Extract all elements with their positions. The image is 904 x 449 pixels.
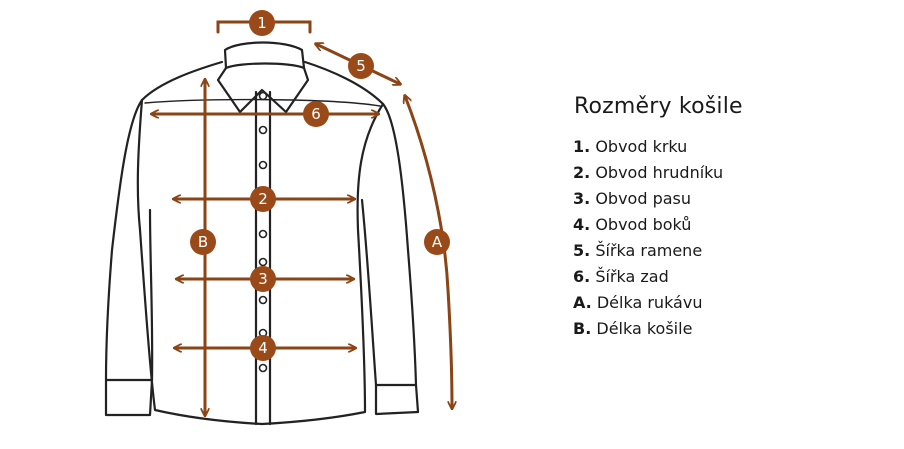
button-icon	[258, 160, 268, 170]
svg-text:4: 4	[258, 339, 268, 357]
svg-text:3: 3	[258, 270, 268, 288]
button-icon	[258, 229, 268, 239]
svg-text:1: 1	[257, 14, 267, 32]
button-icon	[258, 91, 268, 101]
marker-2: 2	[250, 186, 276, 212]
marker-5: 5	[348, 53, 374, 79]
legend-label: Obvod boků	[595, 215, 692, 234]
collar	[223, 41, 306, 70]
legend-item-neck: 1. Obvod krku	[573, 134, 743, 160]
svg-text:6: 6	[311, 105, 321, 123]
legend-key: 4.	[573, 215, 591, 234]
shirt-buttons	[258, 91, 268, 373]
legend-key: 3.	[573, 189, 591, 208]
marker-4: 4	[250, 335, 276, 361]
marker-A: A	[424, 229, 450, 255]
button-icon	[258, 363, 268, 373]
legend-key: 1.	[573, 137, 591, 156]
left-sleeve	[104, 98, 154, 417]
legend: Rozměry košile 1. Obvod krku 2. Obvod hr…	[573, 94, 743, 342]
svg-text:A: A	[432, 233, 443, 251]
legend-item-length: B. Délka košile	[573, 316, 743, 342]
legend-label: Šířka ramene	[595, 241, 703, 260]
legend-item-hips: 4. Obvod boků	[573, 212, 743, 238]
legend-label: Délka rukávu	[596, 293, 703, 312]
button-icon	[258, 125, 268, 135]
shirt-outline	[104, 41, 420, 426]
legend-key: B.	[573, 319, 592, 338]
legend-label: Obvod pasu	[595, 189, 691, 208]
measurement-lines	[152, 20, 452, 415]
shirt-body	[136, 60, 385, 426]
legend-key: 5.	[573, 241, 591, 260]
legend-label: Obvod krku	[595, 137, 688, 156]
legend-item-shoulder: 5. Šířka ramene	[573, 238, 743, 264]
marker-badges: 1 5 6 2 B 3 4 A	[190, 10, 450, 361]
legend-key: 2.	[573, 163, 591, 182]
legend-list: 1. Obvod krku 2. Obvod hrudníku 3. Obvod…	[573, 134, 743, 342]
marker-3: 3	[250, 266, 276, 292]
placket	[254, 90, 272, 426]
sleeve-length-line	[405, 96, 452, 408]
marker-B: B	[190, 229, 216, 255]
button-icon	[258, 295, 268, 305]
legend-item-sleeve: A. Délka rukávu	[573, 290, 743, 316]
right-sleeve	[360, 102, 420, 416]
legend-title: Rozměry košile	[574, 94, 743, 119]
legend-item-back: 6. Šířka zad	[573, 264, 743, 290]
legend-item-chest: 2. Obvod hrudníku	[573, 160, 743, 186]
legend-item-waist: 3. Obvod pasu	[573, 186, 743, 212]
legend-label: Obvod hrudníku	[595, 163, 724, 182]
marker-6: 6	[303, 101, 329, 127]
svg-text:B: B	[198, 233, 208, 251]
svg-text:5: 5	[356, 57, 366, 75]
marker-1: 1	[249, 10, 275, 36]
svg-text:2: 2	[258, 190, 268, 208]
legend-key: 6.	[573, 267, 591, 286]
legend-label: Délka košile	[596, 319, 693, 338]
legend-key: A.	[573, 293, 592, 312]
legend-label: Šířka zad	[595, 267, 669, 286]
button-icon	[258, 257, 268, 267]
